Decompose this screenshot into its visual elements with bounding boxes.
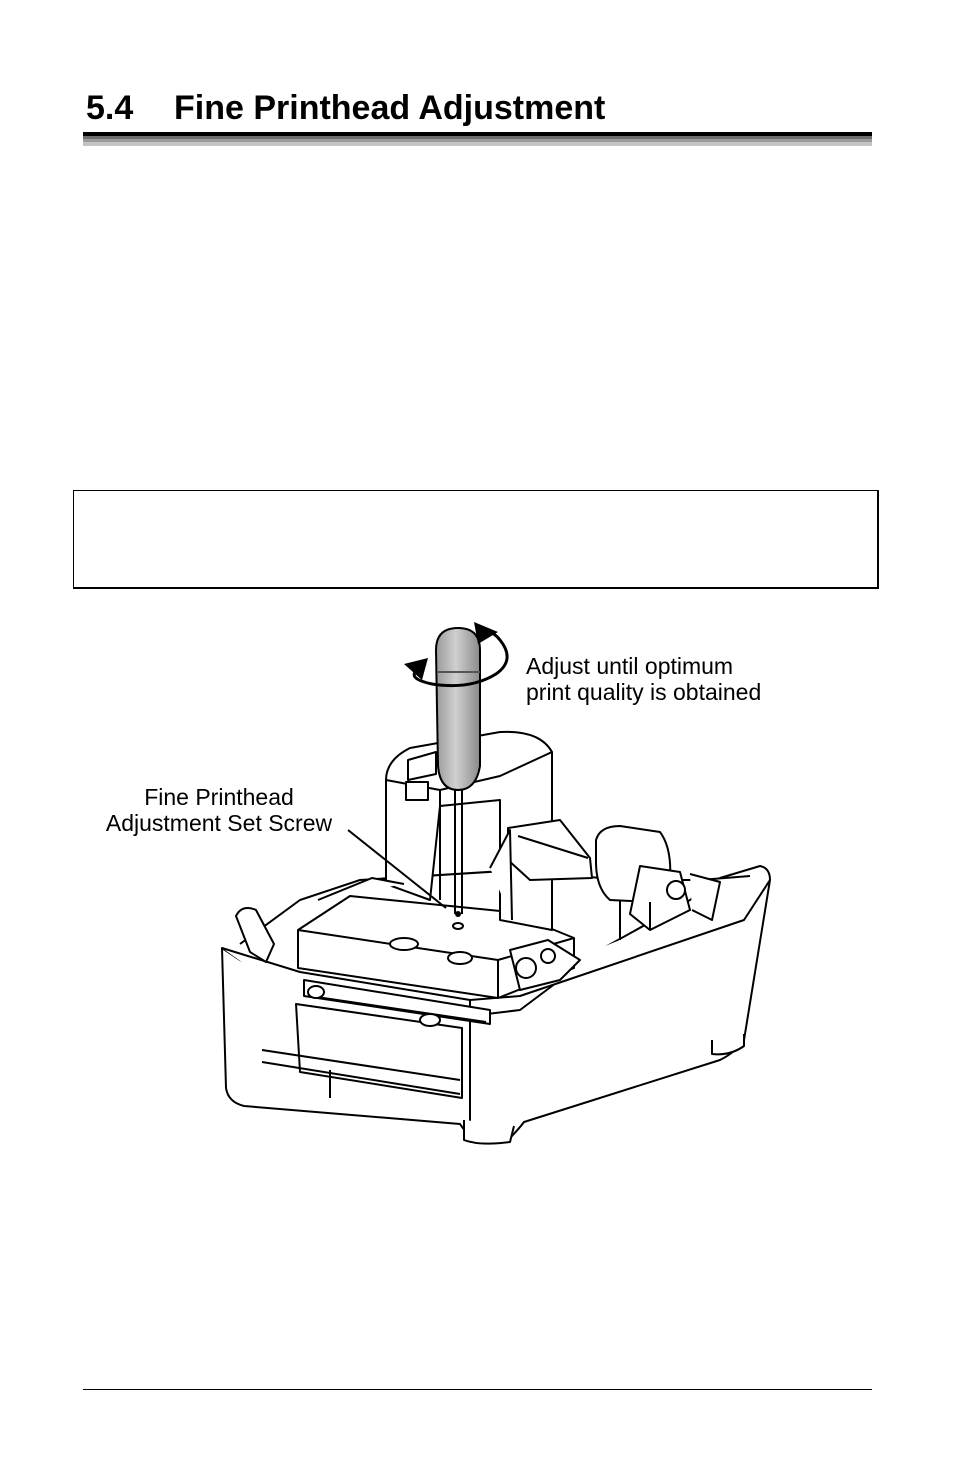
footer-rule [83,1389,872,1390]
printer-illustration [0,600,954,1170]
note-box [73,490,879,589]
adjust-callout: Adjust until optimum print quality is ob… [526,653,761,705]
adjust-callout-line1: Adjust until optimum [526,653,734,679]
adjust-callout-line2: print quality is obtained [526,679,762,705]
printer-drawing [221,622,771,1145]
set-screw-callout-line2: Adjustment Set Screw [105,810,333,836]
set-screw-callout: Fine Printhead Adjustment Set Screw [84,784,354,836]
heading-rule [83,132,872,146]
section-heading: 5.4 Fine Printhead Adjustment [86,86,605,130]
section-number: 5.4 [86,89,134,127]
set-screw-callout-line1: Fine Printhead [144,784,294,810]
section-title: Fine Printhead Adjustment [174,89,606,127]
